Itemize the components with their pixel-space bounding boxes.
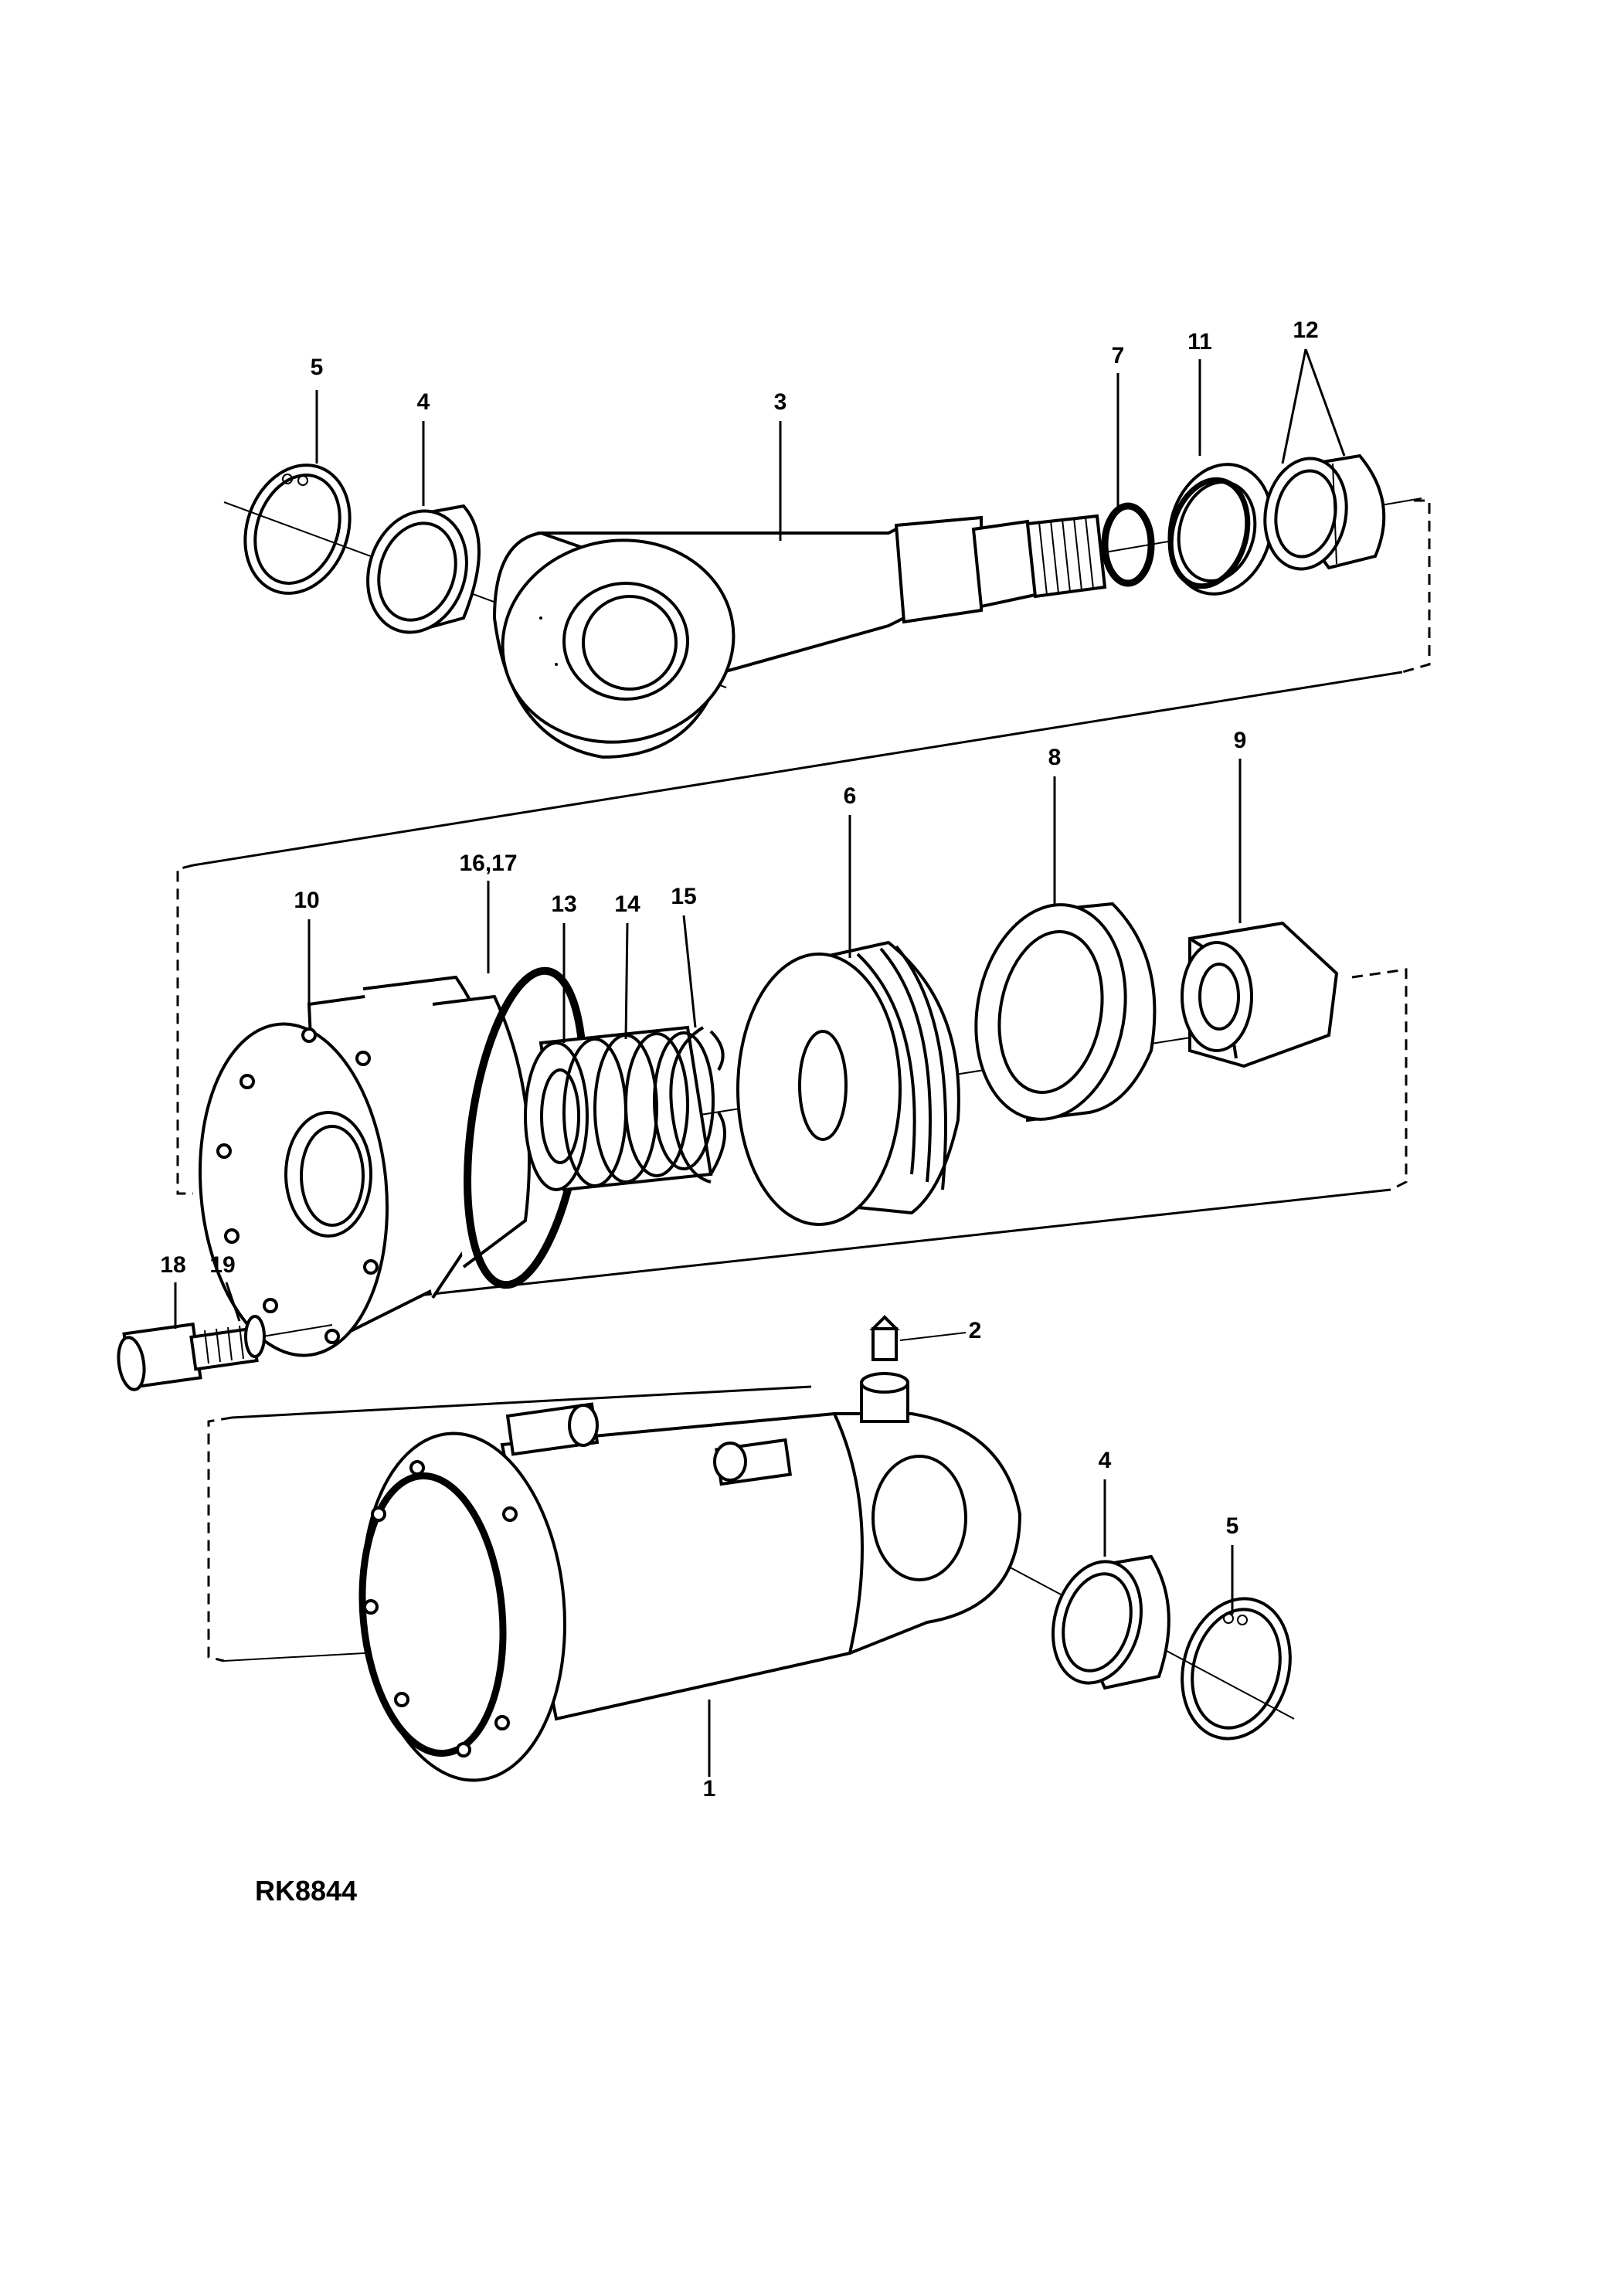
piston — [736, 940, 960, 1226]
o-ring-small — [1101, 502, 1155, 587]
callout-4-bottom: 4 — [1099, 1448, 1112, 1473]
callout-1: 1 — [703, 1776, 716, 1802]
figure-code: RK8844 — [255, 1875, 357, 1907]
rod-assembly-row — [192, 453, 1431, 867]
callout-12: 12 — [1293, 318, 1318, 343]
wiper-seal — [974, 902, 1157, 1122]
callout-8: 8 — [1048, 745, 1062, 770]
seal-stack — [524, 1025, 715, 1192]
callout-4-top: 4 — [417, 389, 430, 415]
grease-nipple — [869, 1315, 900, 1361]
callout-labels: 5 4 3 7 11 12 9 8 6 10 16,17 13 14 15 18… — [160, 318, 1318, 1802]
lock-washer — [244, 1315, 266, 1358]
circlip-top — [243, 464, 352, 595]
callout-7: 7 — [1112, 343, 1125, 368]
callout-11: 11 — [1187, 329, 1212, 355]
piston-rod — [492, 514, 1107, 759]
callout-6: 6 — [844, 783, 857, 809]
gland-flange — [198, 975, 531, 1357]
callout-16-17: 16,17 — [459, 851, 517, 876]
cylinder-body-row — [207, 1315, 1295, 1782]
leader-lines — [174, 348, 1346, 1777]
callout-10: 10 — [294, 888, 319, 913]
callout-15: 15 — [671, 884, 696, 909]
callout-2: 2 — [969, 1318, 982, 1343]
callout-9: 9 — [1234, 728, 1247, 753]
callout-5-top: 5 — [311, 355, 324, 380]
cylinder-barrel — [358, 1372, 1022, 1782]
bushing-bottom — [1051, 1554, 1170, 1690]
cap-screw — [117, 1322, 259, 1391]
circlip-bottom — [1181, 1597, 1292, 1741]
callout-3: 3 — [774, 389, 787, 415]
split-ring — [669, 1026, 726, 1184]
callout-5-bottom: 5 — [1226, 1513, 1239, 1539]
bushing-top — [366, 504, 481, 634]
bearing-pair — [1263, 453, 1386, 571]
hex-nut — [1181, 921, 1339, 1068]
piston-assembly-row — [117, 864, 1408, 1391]
callout-14: 14 — [614, 891, 640, 917]
callout-13: 13 — [551, 891, 576, 917]
callout-19: 19 — [209, 1252, 235, 1278]
callout-18: 18 — [160, 1252, 185, 1278]
